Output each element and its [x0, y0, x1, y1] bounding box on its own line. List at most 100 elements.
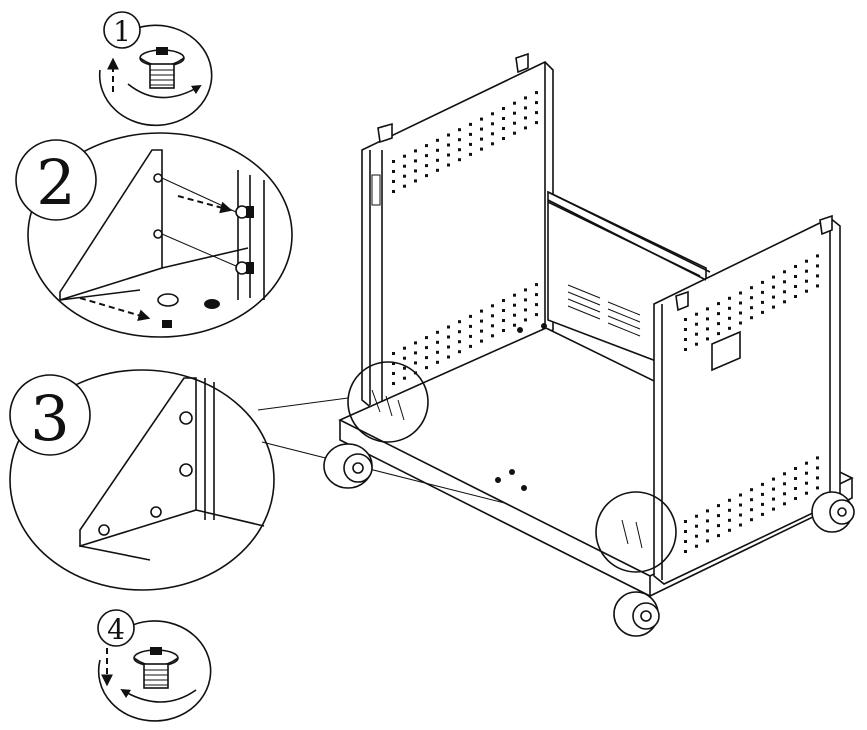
perforation-dot	[469, 122, 472, 126]
perforation-dot	[403, 356, 406, 360]
perforation-dot	[447, 355, 450, 359]
perforation-dot	[739, 513, 742, 517]
perforation-dot	[458, 128, 461, 132]
perforation-dot	[392, 352, 395, 355]
step-1-callout: 1	[98, 11, 213, 127]
perforation-dot	[392, 180, 395, 183]
perforation-dot	[436, 330, 439, 334]
perforation-dot	[403, 154, 406, 158]
perforation-dot	[684, 348, 687, 351]
perforation-dot	[425, 336, 428, 340]
perforation-dot	[447, 133, 450, 137]
perforation-dot	[772, 275, 775, 279]
perforation-dot	[502, 329, 505, 332]
perforation-dot	[761, 492, 764, 496]
corner-bracket	[59, 149, 249, 302]
step-1-number: 1	[113, 15, 131, 48]
perforation-dot	[414, 149, 417, 153]
perforation-dot	[524, 298, 527, 302]
perforation-dot	[717, 312, 720, 316]
perforation-dot	[783, 270, 786, 274]
perforation-dot	[447, 153, 450, 157]
perforation-dot	[706, 307, 709, 311]
perforation-dot	[816, 264, 819, 268]
perforation-dot	[761, 280, 764, 284]
perforation-dot	[750, 498, 753, 502]
perforation-dot	[728, 498, 731, 502]
perforation-dot	[469, 334, 472, 338]
perforation-dot	[684, 328, 687, 331]
perforation-dot	[524, 126, 527, 130]
perforation-dot	[706, 519, 709, 523]
perforation-dot	[480, 147, 483, 151]
perforation-dot	[469, 132, 472, 136]
perforation-dot	[717, 504, 720, 508]
perforation-dot	[772, 477, 775, 481]
perforation-dot	[392, 382, 395, 385]
perforation-dot	[414, 159, 417, 163]
perforation-dot	[458, 138, 461, 142]
perforation-dot	[513, 313, 516, 317]
perforation-dot	[750, 488, 753, 492]
perforation-dot	[717, 322, 720, 326]
perforation-dot	[491, 122, 494, 126]
perforation-dot	[816, 284, 819, 288]
perforation-dot	[425, 154, 428, 158]
perforation-dot	[392, 372, 395, 375]
perforation-dot	[502, 117, 505, 120]
perforation-dot	[469, 142, 472, 146]
perforation-dot	[783, 502, 786, 506]
perforation-dot	[480, 339, 483, 343]
perforation-dot	[502, 299, 505, 302]
perforation-dot	[772, 285, 775, 289]
perforation-dot	[513, 323, 516, 327]
perforation-dot	[794, 295, 797, 298]
perforation-dot	[513, 101, 516, 105]
perforation-dot	[728, 518, 731, 522]
perforation-dot	[761, 290, 764, 294]
perforation-dot	[761, 300, 764, 304]
perforation-dot	[414, 341, 417, 345]
perforation-dot	[717, 524, 720, 528]
perforation-dot	[805, 471, 808, 475]
perforation-dot	[524, 96, 527, 100]
perforation-dot	[414, 169, 417, 173]
step-2-number: 2	[36, 146, 75, 219]
perforation-dot	[783, 492, 786, 496]
perforation-dot	[480, 329, 483, 333]
perforation-dot	[480, 309, 483, 313]
perforation-dot	[761, 310, 764, 314]
perforation-dot	[706, 327, 709, 331]
wheel-icon	[811, 491, 855, 533]
perforation-dot	[535, 283, 538, 287]
perforation-dot	[392, 362, 395, 365]
perforation-dot	[458, 350, 461, 354]
perforation-dot	[728, 306, 731, 310]
perforation-dot	[805, 461, 808, 465]
perforation-dot	[750, 286, 753, 290]
perforation-dot	[783, 280, 786, 284]
perforation-dot	[794, 467, 797, 470]
perforation-dot	[491, 132, 494, 136]
perforation-dot	[513, 121, 516, 125]
perforation-dot	[772, 305, 775, 309]
perforation-dot	[392, 160, 395, 163]
wheel-icon	[613, 591, 660, 637]
rotate-arrow-icon	[127, 83, 202, 99]
perforation-dot	[816, 476, 819, 480]
perforation-dot	[425, 144, 428, 148]
perforation-dot	[425, 356, 428, 360]
perforation-dot	[772, 295, 775, 299]
perforation-dot	[728, 296, 731, 300]
perforation-dot	[684, 530, 687, 533]
left-side-panel	[361, 52, 554, 411]
perforation-dot	[717, 514, 720, 518]
perforation-dot	[480, 137, 483, 141]
perforation-dot	[728, 528, 731, 532]
perforation-dot	[491, 314, 494, 318]
perforation-dot	[403, 376, 406, 380]
perforation-dot	[816, 254, 819, 258]
perforation-dot	[816, 456, 819, 460]
step-2-callout: 2	[15, 132, 293, 338]
